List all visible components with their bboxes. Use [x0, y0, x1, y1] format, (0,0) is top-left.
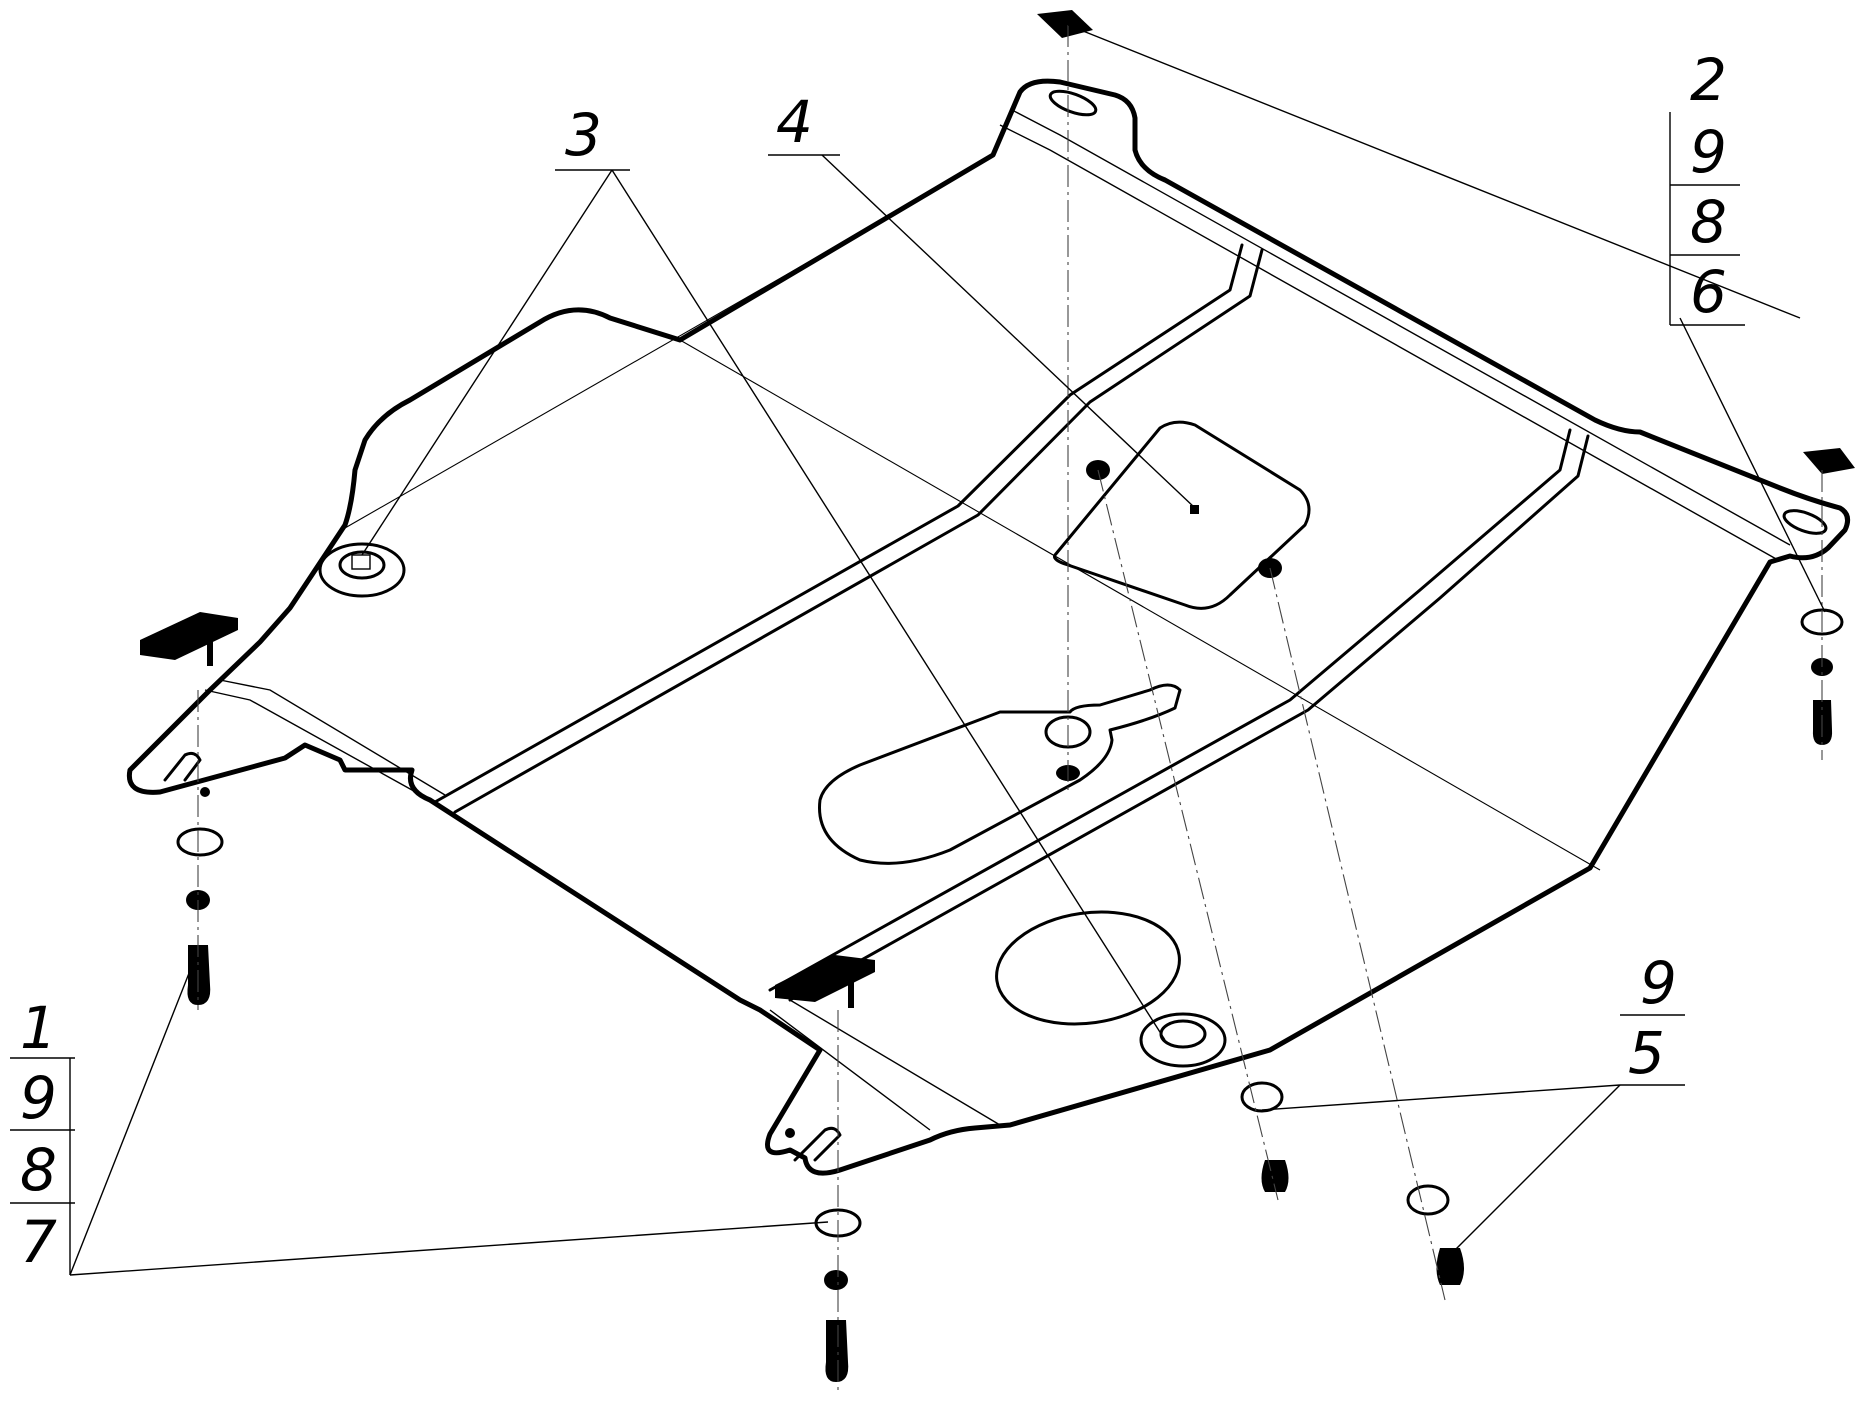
oval-opening-lower [995, 910, 1181, 1026]
fastener-stack-right [1800, 448, 1855, 745]
oval-opening-center [818, 683, 1182, 865]
callout-top-center: 4 [776, 88, 813, 156]
washer-left [176, 827, 224, 857]
fastener-stack-top [1037, 10, 1093, 38]
fastener-stack-bottom [775, 955, 875, 1382]
tab-right-slot [1782, 509, 1828, 535]
tab-left-hole [200, 787, 210, 797]
callouts: 3 4 2 9 8 6 1 9 8 7 9 5 [20, 46, 1727, 1276]
rib-left [433, 243, 1264, 814]
bolt-lower-right [1436, 1248, 1464, 1285]
tab-top-slot [1048, 89, 1098, 117]
callout-bottom-right-2: 5 [1628, 1019, 1665, 1087]
tab-bottom-hole [785, 1128, 795, 1138]
callout-bottom-right-1: 9 [1640, 949, 1677, 1017]
callout-top-right-4: 6 [1690, 258, 1727, 326]
callout-top-right-1: 2 [1690, 46, 1727, 114]
callout-top-right-3: 8 [1690, 188, 1727, 256]
washer-lower-right [1406, 1184, 1450, 1216]
bolt-bottom [825, 1320, 849, 1382]
access-hatch [1053, 420, 1311, 610]
skid-plate [126, 78, 1851, 1176]
callout-bottom-left-4: 7 [20, 1208, 57, 1276]
rib-right [768, 428, 1590, 1002]
bracket-clip-right [1803, 448, 1855, 474]
nut-bottom [824, 1270, 848, 1290]
bracket-clip-top [1037, 10, 1093, 38]
tab-left-slot [163, 751, 202, 782]
leader-lines [10, 24, 1826, 1276]
bend-line-2 [344, 154, 996, 529]
fastener-stack-center [1240, 1081, 1289, 1192]
bracket-clip-left [140, 612, 238, 660]
boss-left [318, 542, 406, 598]
flange-line-left [204, 679, 446, 801]
flange-line-bottom [769, 999, 1001, 1131]
fastener-stack-lower-right [1406, 1184, 1464, 1285]
tab-bottom-slot [793, 1126, 842, 1162]
callout-top-right-2: 9 [1690, 118, 1727, 186]
bolt-center [1261, 1160, 1289, 1192]
assembly-axes [197, 25, 1823, 1395]
fastener-stack-left [140, 612, 238, 1005]
callout-bottom-left-1: 1 [20, 994, 57, 1062]
washer-center [1240, 1081, 1284, 1113]
flange-line-top [999, 109, 1791, 561]
plate-outline [126, 78, 1851, 1176]
bracket-clip-bottom [775, 955, 875, 1002]
hatch-center-mark [1190, 505, 1199, 514]
bend-line-1 [679, 339, 1601, 871]
callout-bottom-left-2: 9 [20, 1064, 57, 1132]
bolt-left [187, 945, 211, 1005]
callout-top-center-left: 3 [565, 101, 602, 169]
callout-bottom-left-3: 8 [20, 1136, 57, 1204]
